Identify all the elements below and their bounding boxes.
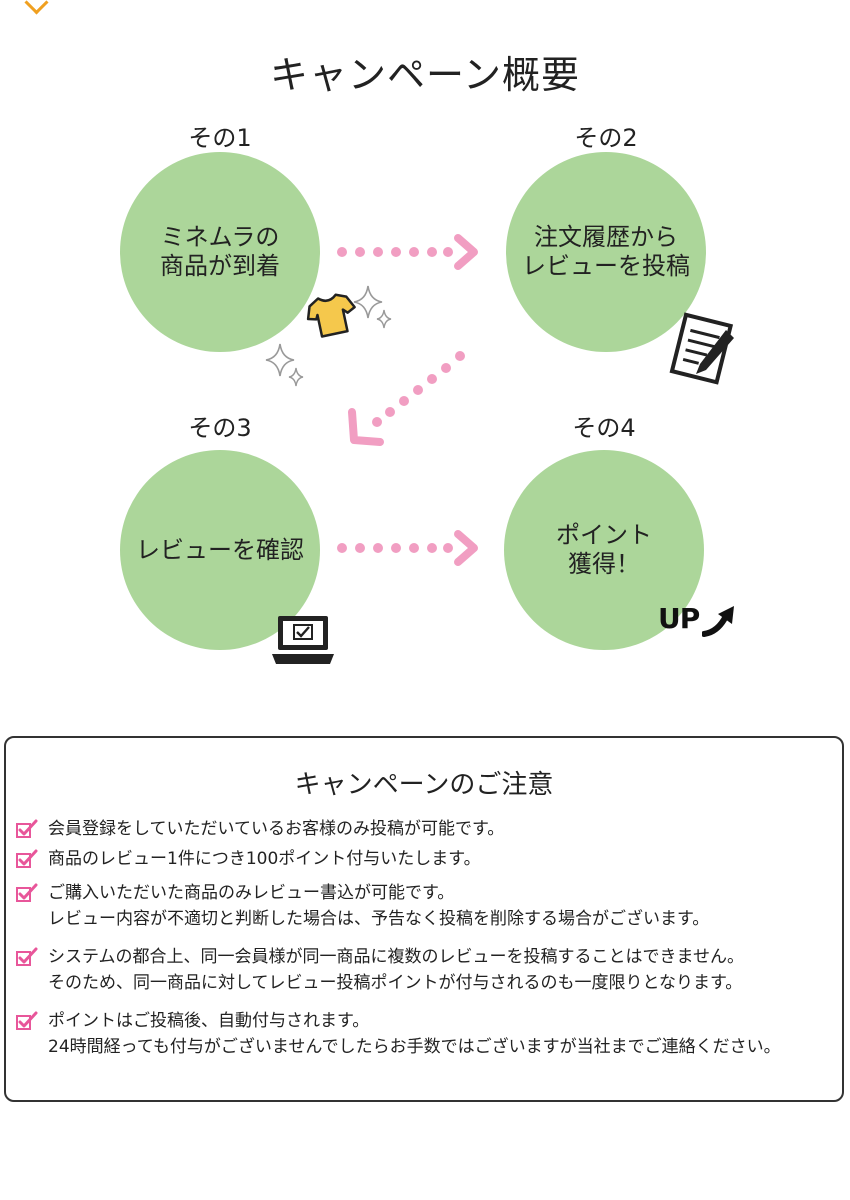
- step-1-circle: ミネムラの 商品が到着: [120, 152, 320, 352]
- step-1-text-line: ミネムラの: [160, 223, 280, 251]
- note-line: そのため、同一商品に対してレビュー投稿ポイントが付与されるのも一度限りとなります…: [48, 973, 743, 993]
- notes-title: キャンペーンのご注意: [294, 770, 554, 800]
- check-icon: [16, 849, 38, 868]
- check-icon: [16, 883, 38, 902]
- note-line: ポイントはご投稿後、自動付与されます。: [48, 1011, 370, 1031]
- arrow-step3-to-step4: [337, 530, 478, 566]
- step-3-text-line: レビューを確認: [136, 535, 304, 564]
- laptop-icon: [272, 616, 334, 664]
- note-line: ご購入いただいた商品のみレビュー書込が可能です。: [48, 883, 455, 903]
- check-icon: [16, 947, 38, 966]
- step-4-text-line: ポイント: [556, 521, 652, 549]
- sparkle-icon: [265, 343, 304, 387]
- arrow-step1-to-step2: [337, 234, 478, 270]
- arrow-step2-to-step3: [348, 351, 465, 446]
- overview-title: キャンペーン概要: [269, 53, 581, 97]
- note-line: 会員登録をしていただいているお客様のみ投稿が可能です。: [48, 819, 505, 839]
- step-1-text: ミネムラの 商品が到着: [160, 223, 280, 281]
- tshirt-icon: [306, 293, 356, 338]
- check-icon: [16, 1011, 38, 1030]
- up-arrow-icon: [702, 606, 734, 637]
- step-1-text-line: 商品が到着: [160, 252, 280, 280]
- note-line: 24時間経っても付与がございませんでしたらお手数ではございますが当社までご連絡く…: [48, 1037, 781, 1057]
- step-2-text-line: 注文履歴から: [534, 223, 678, 251]
- step-2-text: 注文履歴から レビューを投稿: [522, 223, 690, 281]
- step-4-circle: ポイント 獲得！: [504, 450, 704, 650]
- step-4-text: ポイント 獲得！: [556, 521, 652, 579]
- sparkle-icon: [353, 285, 392, 329]
- step-2-label: その2: [574, 124, 638, 152]
- step-3-label: その3: [188, 414, 252, 442]
- note-line: 商品のレビュー1件につき100ポイント付与いたします。: [48, 849, 481, 869]
- up-badge: UP: [658, 602, 700, 635]
- step-2-text-line: レビューを投稿: [522, 252, 690, 280]
- step-1-label: その1: [188, 124, 252, 152]
- note-item: 会員登録をしていただいているお客様のみ投稿が可能です。: [16, 816, 842, 842]
- note-item: ご購入いただいた商品のみレビュー書込が可能です。 レビュー内容が不適切と判断した…: [16, 880, 842, 932]
- document-pen-icon: [669, 312, 734, 385]
- check-icon: [16, 819, 38, 838]
- note-item: 商品のレビュー1件につき100ポイント付与いたします。: [16, 846, 842, 872]
- note-item: システムの都合上、同一会員様が同一商品に複数のレビューを投稿することはできません…: [16, 944, 842, 996]
- corner-decoration: [24, 0, 49, 15]
- step-3-text: レビューを確認: [136, 536, 304, 565]
- step-2-circle: 注文履歴から レビューを投稿: [506, 152, 706, 352]
- step-4-label: その4: [572, 414, 636, 442]
- notes-panel: キャンペーンのご注意 会員登録をしていただいているお客様のみ投稿が可能です。 商…: [4, 736, 844, 1102]
- note-line: システムの都合上、同一会員様が同一商品に複数のレビューを投稿することはできません…: [48, 947, 744, 967]
- step-4-text-line: 獲得！: [568, 550, 640, 578]
- note-item: ポイントはご投稿後、自動付与されます。 24時間経っても付与がございませんでした…: [16, 1008, 842, 1060]
- note-line: レビュー内容が不適切と判断した場合は、予告なく投稿を削除する場合がございます。: [48, 909, 710, 929]
